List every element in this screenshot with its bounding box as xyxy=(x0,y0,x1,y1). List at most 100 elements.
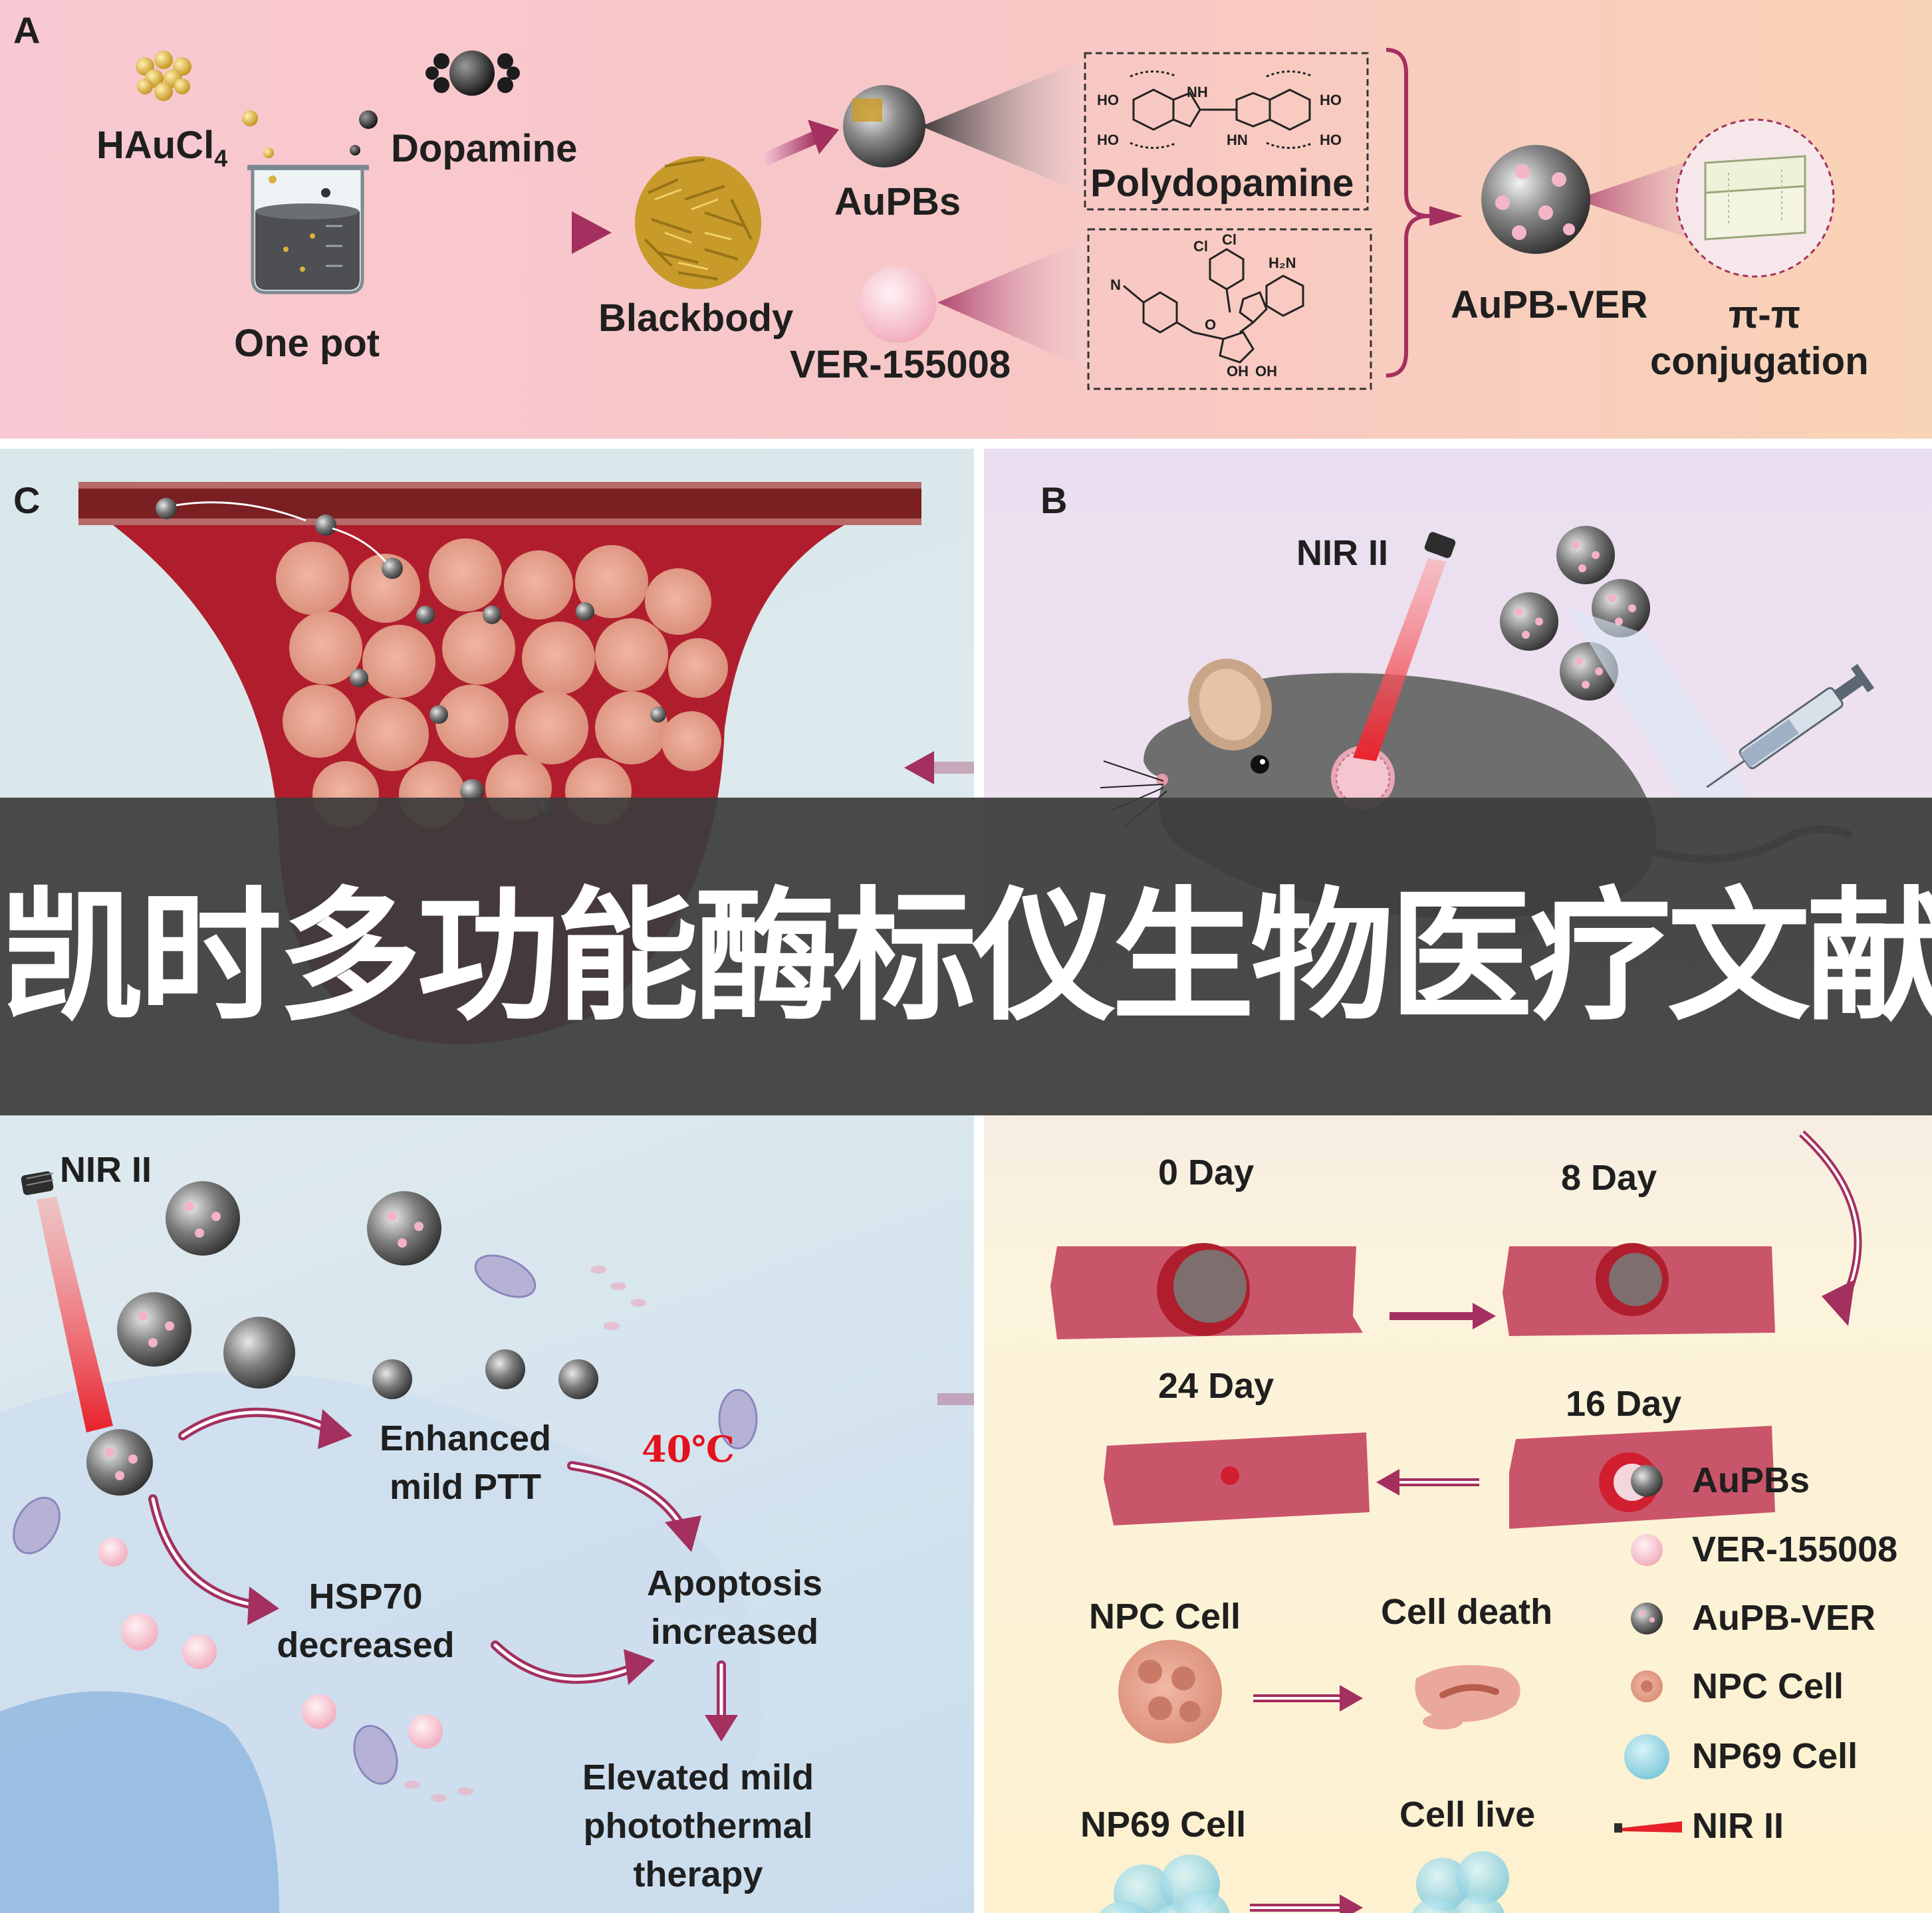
tumor-cells xyxy=(276,538,728,828)
legend-aupbs-label: AuPBs xyxy=(1692,1460,1810,1500)
arrow-head xyxy=(572,211,612,254)
injection-cone xyxy=(1569,608,1749,821)
polydopamine-structure-box xyxy=(1084,52,1369,211)
legend-ver-label: VER-155008 xyxy=(1692,1529,1898,1569)
arrow-head xyxy=(904,751,934,784)
haucl4-icon xyxy=(136,51,191,101)
gold-particle xyxy=(242,110,258,126)
merge-bracket xyxy=(1386,48,1430,378)
ver-sphere xyxy=(859,266,936,343)
pi-pi-label: π-π xyxy=(1729,293,1801,336)
chem-atom-label: H₂N xyxy=(1268,255,1296,271)
legend-npc-label: NPC Cell xyxy=(1692,1666,1844,1706)
dopamine-label: Dopamine xyxy=(391,127,578,170)
nucleus-region xyxy=(0,1691,279,1913)
conjugation-label: conjugation xyxy=(1650,340,1869,383)
legend-np69-label: NP69 Cell xyxy=(1692,1736,1858,1776)
chem-atom-label: OH xyxy=(1255,363,1277,380)
therapy-label: therapy xyxy=(633,1855,763,1894)
arrow-head xyxy=(808,120,839,154)
ver-dots-on-particles xyxy=(105,1202,423,1480)
apoptosis-label: Apoptosis xyxy=(647,1563,822,1603)
particle-path xyxy=(332,527,387,562)
legend-icons xyxy=(1614,1465,1682,1833)
panel-b: B NIR II 0 Day 8 Day 24 Day 16 Day NPC C… xyxy=(984,449,1932,1913)
temperature-label: 40℃ xyxy=(642,1428,735,1470)
elevated-label: Elevated mild xyxy=(582,1757,814,1797)
aupbs-sphere xyxy=(843,85,925,168)
npc-cell-icon xyxy=(1118,1640,1222,1744)
particle-path xyxy=(176,501,306,522)
cell-death-label: Cell death xyxy=(1381,1592,1553,1632)
nir-label-b: NIR II xyxy=(1296,533,1389,573)
chem-atom-label: HO xyxy=(1097,92,1119,108)
haucl4-label: HAuCl4 xyxy=(96,126,227,171)
legend-nir-label: NIR II xyxy=(1692,1806,1784,1846)
aupb-ver-label: AuPB-VER xyxy=(1451,283,1648,326)
cell-arrow xyxy=(1250,1894,1363,1913)
syringe-icon xyxy=(1706,663,1875,788)
cell-live-icon xyxy=(1411,1851,1509,1913)
panel-b-letter: B xyxy=(1040,479,1068,521)
dopamine-particle xyxy=(359,110,378,129)
increased-label: increased xyxy=(650,1612,819,1652)
nir-label-c: NIR II xyxy=(60,1150,152,1190)
cell-arrow xyxy=(1253,1685,1363,1712)
legend-ver-icon xyxy=(1631,1534,1663,1566)
aupbs-zoom-cone xyxy=(921,60,1084,193)
npc-cell-label: NPC Cell xyxy=(1089,1597,1241,1636)
dopamine-particle xyxy=(350,145,360,156)
blackbody-icon xyxy=(635,156,761,289)
mitochondria-icon xyxy=(13,1254,758,1785)
chem-atom-label: Cl xyxy=(1193,238,1208,255)
decreased-label: decreased xyxy=(277,1625,455,1665)
polydopamine-structure xyxy=(1130,70,1314,149)
blood-vessel xyxy=(78,482,921,525)
polydopamine-label: Polydopamine xyxy=(1090,162,1354,205)
cell-death-icon xyxy=(1415,1665,1520,1730)
gold-particle xyxy=(263,148,274,158)
enhanced-label: Enhanced xyxy=(379,1418,552,1458)
laser-device-icon xyxy=(21,1171,54,1195)
legend-aupb-ver-label: AuPB-VER xyxy=(1692,1598,1876,1638)
injected-particles xyxy=(1500,526,1650,701)
np69-cell-icon xyxy=(1100,1855,1230,1913)
haucl4-subscript: 4 xyxy=(214,144,228,172)
chem-atom-label: O xyxy=(1205,316,1217,333)
ver-structure-box xyxy=(1087,228,1372,390)
arrow-to-aupbs xyxy=(761,130,821,166)
process-arrow-heads xyxy=(247,1409,738,1742)
ver-structure xyxy=(1123,248,1304,364)
day-label-16: 16 Day xyxy=(1566,1384,1682,1424)
one-pot-label: One pot xyxy=(234,322,380,365)
chem-atom-label: NH xyxy=(1187,84,1208,100)
tumor-day-0 xyxy=(1050,1243,1363,1339)
tumor-day-24 xyxy=(1104,1432,1370,1525)
watermark-text: 凯时多功能酶标仪生物医疗文献 xyxy=(0,873,1932,1040)
panel-c: C NIR II Enhanced mild PTT 40℃ HSP70 dec… xyxy=(0,449,974,1913)
blackbody-label: Blackbody xyxy=(598,296,794,340)
ver-label: VER-155008 xyxy=(790,343,1011,386)
chem-atom-label: HO xyxy=(1320,92,1342,108)
cell-live-label: Cell live xyxy=(1399,1795,1536,1835)
aupbs-label: AuPBs xyxy=(834,180,961,223)
chem-atom-label: N xyxy=(1110,277,1121,293)
photothermal-label: photothermal xyxy=(583,1806,813,1846)
aupb-ver-sphere xyxy=(1481,145,1590,254)
day-arrows xyxy=(1376,1130,1862,1496)
haucl4-text: HAuCl xyxy=(96,124,215,167)
dopamine-icon xyxy=(425,51,520,96)
panel-a-letter: A xyxy=(13,9,41,51)
watermark-banner xyxy=(0,798,1932,1115)
legend-aupb-ver-icon xyxy=(1631,1603,1663,1634)
aupbs-gold-core xyxy=(852,98,882,122)
panel-c-letter: C xyxy=(13,479,41,521)
legend-nir-icon xyxy=(1622,1821,1682,1833)
day-label-24: 24 Day xyxy=(1158,1366,1274,1406)
day-label-0: 0 Day xyxy=(1158,1153,1255,1192)
chem-atom-label: Cl xyxy=(1222,231,1237,248)
pi-stacking-icon xyxy=(1704,155,1806,241)
mild-ptt-label: mild PTT xyxy=(390,1467,541,1507)
chem-atom-label: HO xyxy=(1320,132,1342,148)
ver-zoom-cone xyxy=(937,239,1087,369)
